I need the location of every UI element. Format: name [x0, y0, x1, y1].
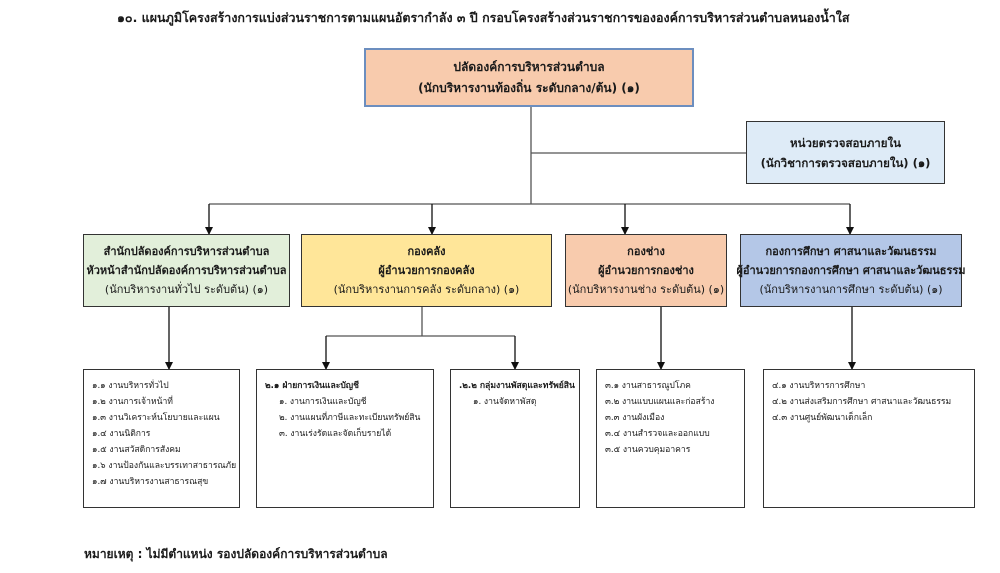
chart-title: ๑๐. แผนภูมิโครงสร้างการแบ่งส่วนราชการตาม… — [117, 10, 850, 25]
unit-item: ๑.๒ งานการเจ้าหน้าที่ — [92, 397, 173, 407]
unit-item: ๓.๓ งานผังเมือง — [605, 413, 665, 423]
dept-office-of-chief: สำนักปลัดองค์การบริหารส่วนตำบล หัวหน้าสำ… — [83, 234, 290, 307]
unit-item: ๓.๒ งานแบบแผนและก่อสร้าง — [605, 397, 715, 407]
unit-item: ๓.๕ งานควบคุมอาคาร — [605, 445, 691, 455]
unit-item: ๑. งานจัดหาพัสดุ — [473, 397, 537, 407]
chief-administrator-box: ปลัดองค์การบริหารส่วนตำบล (นักบริหารงานท… — [364, 48, 694, 107]
dept-position: (นักบริหารงานทั่วไป ระดับต้น) (๑) — [104, 283, 269, 296]
unit-item: ๑.๑ งานบริหารทั่วไป — [92, 381, 169, 391]
box-title: หน่วยตรวจสอบภายใน — [790, 135, 901, 150]
dept-position: (นักบริหารงานช่าง ระดับต้น) (๑) — [567, 283, 725, 296]
unit-box-office: ๑.๑ งานบริหารทั่วไป ๑.๒ งานการเจ้าหน้าที… — [83, 369, 240, 508]
dept-position: (นักบริหารงานการคลัง ระดับกลาง) (๑) — [333, 283, 520, 296]
dept-name: กองคลัง — [407, 245, 446, 258]
unit-item: ๑.๓ งานวิเคราะห์นโยบายและแผน — [92, 413, 220, 423]
dept-name: สำนักปลัดองค์การบริหารส่วนตำบล — [103, 245, 270, 258]
unit-item: ๑.๖ งานป้องกันและบรรเทาสาธารณภัย — [92, 461, 237, 471]
dept-finance: กองคลัง ผู้อำนวยการกองคลัง (นักบริหารงาน… — [301, 234, 552, 307]
unit-heading: ๒.๑ ฝ่ายการเงินและบัญชี — [265, 381, 359, 391]
dept-head: ผู้อำนวยการกองการศึกษา ศาสนาและวัฒนธรรม — [736, 264, 966, 277]
dept-head: ผู้อำนวยการกองคลัง — [378, 264, 475, 277]
dept-engineering: กองช่าง ผู้อำนวยการกองช่าง (นักบริหารงาน… — [565, 234, 727, 307]
unit-item: ๑.๔ งานนิติการ — [92, 429, 151, 439]
internal-audit-box: หน่วยตรวจสอบภายใน (นักวิชาการตรวจสอบภายใ… — [746, 121, 945, 184]
dept-position: (นักบริหารงานการศึกษา ระดับต้น) (๑) — [759, 283, 943, 296]
footnote: หมายเหตุ : ไม่มีตำแหน่ง รองปลัดองค์การบร… — [84, 547, 388, 561]
unit-box-engineering: ๓.๑ งานสาธารณูปโภค ๓.๒ งานแบบแผนและก่อสร… — [596, 369, 745, 508]
box-subtitle: (นักบริหารงานท้องถิ่น ระดับกลาง/ต้น) (๑) — [418, 80, 640, 95]
dept-name: กองการศึกษา ศาสนาและวัฒนธรรม — [765, 245, 937, 258]
unit-item: ๔.๒ งานส่งเสริมการศึกษา ศาสนาและวัฒนธรรม — [772, 397, 952, 407]
unit-item: ๑.๕ งานสวัสดิการสังคม — [92, 445, 181, 455]
unit-heading: .๒.๒ กลุ่มงานพัสดุและทรัพย์สิน — [459, 381, 575, 391]
dept-head: ผู้อำนวยการกองช่าง — [598, 264, 694, 277]
unit-item: ๓.๑ งานสาธารณูปโภค — [605, 381, 691, 391]
dept-name: กองช่าง — [627, 245, 665, 258]
unit-item: ๓. งานเร่งรัดและจัดเก็บรายได้ — [279, 429, 392, 439]
unit-item: ๑. งานการเงินและบัญชี — [279, 397, 367, 407]
unit-box-education: ๔.๑ งานบริหารการศึกษา ๔.๒ งานส่งเสริมการ… — [763, 369, 975, 508]
unit-item: ๓.๔ งานสำรวจและออกแบบ — [605, 429, 710, 439]
unit-item: ๒. งานแผนที่ภาษีและทะเบียนทรัพย์สิน — [279, 413, 421, 423]
box-title: ปลัดองค์การบริหารส่วนตำบล — [453, 59, 605, 74]
dept-head: หัวหน้าสำนักปลัดองค์การบริหารส่วนตำบล — [86, 264, 287, 277]
unit-item: ๔.๓ งานศูนย์พัฒนาเด็กเล็ก — [772, 413, 873, 423]
unit-item: ๑.๗ งานบริหารงานสาธารณสุข — [92, 477, 209, 487]
dept-education: กองการศึกษา ศาสนาและวัฒนธรรม ผู้อำนวยการ… — [736, 234, 966, 307]
unit-item: ๔.๑ งานบริหารการศึกษา — [772, 381, 866, 391]
unit-box-supplies: .๒.๒ กลุ่มงานพัสดุและทรัพย์สิน ๑. งานจัด… — [450, 369, 580, 508]
box-subtitle: (นักวิชาการตรวจสอบภายใน) (๑) — [760, 155, 931, 170]
unit-box-finance-accounting: ๒.๑ ฝ่ายการเงินและบัญชี ๑. งานการเงินและ… — [256, 369, 434, 508]
